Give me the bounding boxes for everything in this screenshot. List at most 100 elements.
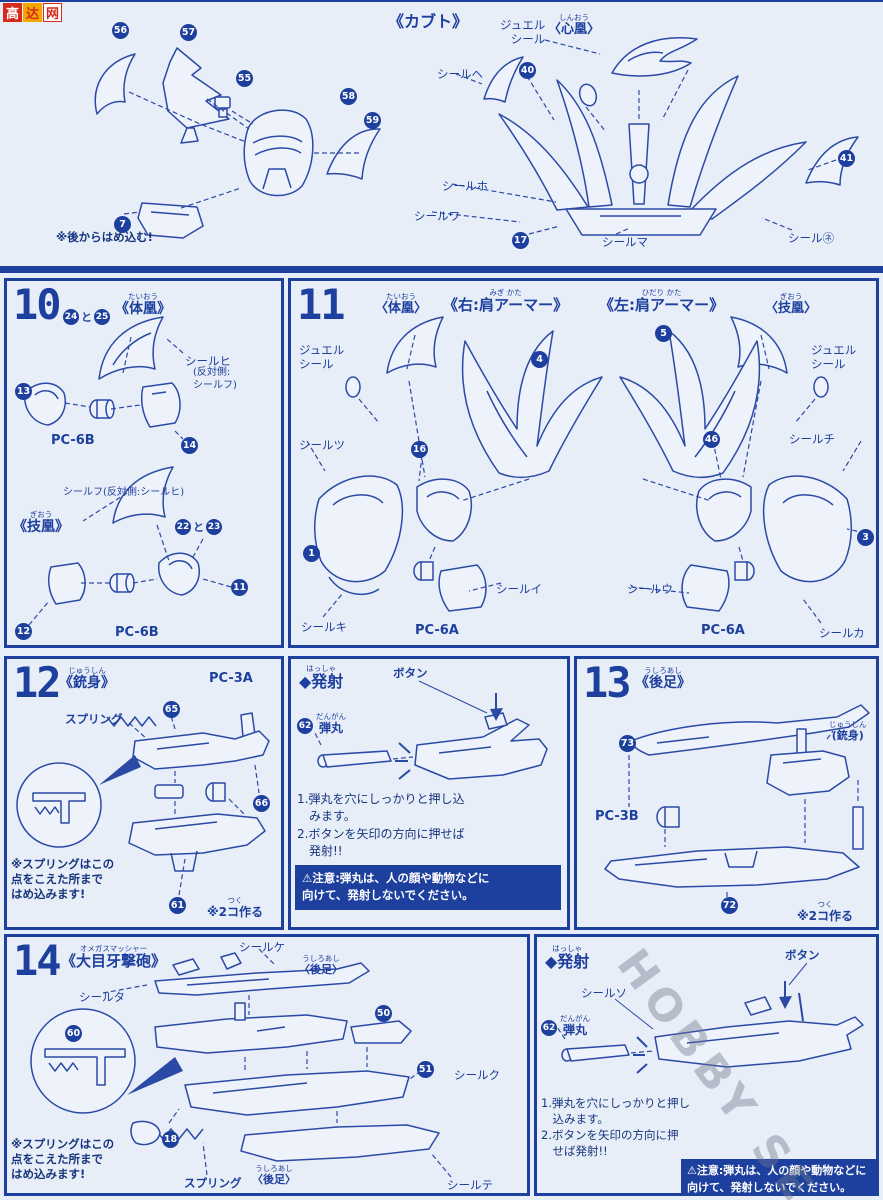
title-left-shoulder-text: 《左:肩アーマー》	[599, 295, 725, 314]
label-pc-6a-right: PC-6A	[701, 623, 745, 638]
site-logo: 高 达 网	[3, 3, 62, 22]
label-jewel-seal: ジュエル シール	[500, 18, 546, 47]
firing-panel-1: はっしゃ ◆発射 ボタン 62 だんがん 弾丸 1.弾丸を穴にしっかりと押し込 …	[288, 656, 570, 930]
label-giou: ぎおう 《技凰》	[13, 511, 69, 534]
pair-joint: と	[193, 521, 204, 534]
part-number-5: 5	[655, 325, 672, 342]
label-seal-ki: シールキ	[301, 620, 347, 634]
part-number-72: 72	[721, 897, 738, 914]
part-number-40: 40	[519, 62, 536, 79]
label-seal-ta: シールタ	[79, 990, 125, 1004]
label-bullet: だんがん 弾丸	[560, 1015, 590, 1036]
title-right-shoulder-text: 《右:肩アーマー》	[443, 295, 569, 314]
logo-char-1: 高	[3, 3, 22, 22]
part-number-46: 46	[703, 431, 720, 448]
label-spring: スプリング	[65, 712, 123, 726]
title-right-shoulder-armor: みぎ かた 《右:肩アーマー》	[443, 289, 568, 313]
title-omega-smasher: オメガスマッシャー 《大目牙撃砲》	[61, 945, 166, 969]
part-number-16: 16	[411, 441, 428, 458]
furigana-shinou: しんおう	[559, 13, 589, 22]
logo-char-3: 网	[43, 3, 62, 22]
label-taiou: たいおう 〈体凰〉	[375, 293, 427, 315]
label-taiou-text: 《体凰》	[115, 300, 171, 317]
part-number-4: 4	[531, 351, 548, 368]
furigana-dangan: だんがん	[316, 712, 346, 721]
part-number-57: 57	[180, 24, 197, 41]
part-number-22: 22	[175, 519, 191, 535]
label-hind-leg-bottom-text: 〈後足〉	[252, 1172, 296, 1186]
part-number-3: 3	[857, 529, 874, 546]
furigana-ushiroashi: うしろあし	[302, 954, 340, 963]
firing-1-illustration	[314, 680, 548, 780]
label-seal-ku: シールク	[454, 1068, 500, 1082]
firing-title: はっしゃ ◆発射	[299, 665, 343, 690]
furigana-ushiroashi: うしろあし	[255, 1164, 293, 1173]
furigana-giou: ぎおう	[779, 292, 803, 301]
step-10-illustration	[24, 316, 232, 626]
furigana-dangan: だんがん	[560, 1014, 590, 1023]
step-10-panel: 10 24 と 25 たいおう 《体凰》 シールヒ (反対側: シールフ) PC…	[4, 278, 284, 648]
step-13-panel: 13 うしろあし 《後足》 じゅうしん (銃身) PC-3B つく ※2コ作る …	[574, 656, 879, 930]
label-jewel-seal-right: ジュエル シール	[811, 343, 857, 372]
note-make-two-text: ※2コ作る	[797, 908, 854, 923]
part-number-58: 58	[340, 88, 357, 105]
furigana-juushin: じゅうしん	[829, 720, 867, 729]
part-number-18: 18	[162, 1131, 179, 1148]
label-shinou-text: 〈心凰〉	[548, 21, 601, 37]
label-seal-ho: シールホ	[442, 179, 488, 193]
label-pc-3a: PC-3A	[209, 671, 253, 686]
label-hind-leg-top: うしろあし 〈後足〉	[299, 955, 343, 975]
pair-joint: と	[81, 311, 92, 324]
part-number-12: 12	[15, 623, 32, 640]
firing-instructions: 1.弾丸を穴にしっかりと押し 込みます。 2.ボタンを矢印の方向に押 せば発射!…	[541, 1096, 690, 1159]
part-number-41: 41	[838, 150, 855, 167]
label-seal-ke: シールケ	[239, 940, 285, 954]
firing-title: はっしゃ ◆発射	[545, 945, 589, 970]
note-make-two-text: ※2コ作る	[207, 904, 264, 919]
label-seal-i: シールイ	[496, 582, 542, 596]
label-pc-6a-left: PC-6A	[415, 623, 459, 638]
part-number-13: 13	[15, 383, 32, 400]
label-giou: ぎおう 〈技凰〉	[765, 293, 817, 315]
label-bullet: だんがん 弾丸	[316, 713, 346, 734]
note-make-two: つく ※2コ作る	[797, 901, 853, 922]
part-number-51: 51	[417, 1061, 434, 1078]
label-pc-6b-top: PC-6B	[51, 433, 95, 448]
label-bullet-text: 弾丸	[318, 720, 343, 735]
label-hind-leg: うしろあし 《後足》	[635, 667, 691, 690]
firing-title-text: ◆発射	[545, 951, 590, 971]
part-number-23: 23	[206, 519, 222, 535]
part-number-66: 66	[253, 795, 270, 812]
label-gun-barrel-ref: じゅうしん (銃身)	[829, 721, 867, 741]
label-giou-text: 〈技凰〉	[765, 300, 818, 316]
label-seal-ka: シールカ	[819, 626, 865, 640]
furigana-juushin: じゅうしん	[68, 666, 106, 675]
warning-box: ⚠注意:弾丸は、人の顔や動物などに 向けて、発射しないでください。	[681, 1159, 876, 1193]
step-12-panel: 12 じゅうしん 《銃身》 PC-3A スプリング ※スプリングはこの 点をこえ…	[4, 656, 284, 930]
label-giou-text: 《技凰》	[13, 518, 69, 535]
bullet-part-label: 62 だんがん 弾丸	[541, 1015, 590, 1036]
furigana-hassha: はっしゃ	[552, 944, 583, 953]
label-button: ボタン	[393, 666, 428, 680]
kabuto-title: 《カブト》	[388, 12, 469, 31]
part-number-65: 65	[163, 701, 180, 718]
part-number-14: 14	[181, 437, 198, 454]
section-divider	[0, 266, 883, 273]
label-seal-wa: シールワ	[414, 209, 460, 223]
logo-char-2: 达	[23, 3, 42, 22]
top-rule	[0, 0, 883, 2]
step-12-illustration	[16, 708, 270, 896]
part-number-62: 62	[297, 717, 313, 734]
part-number-24: 24	[63, 309, 79, 325]
note-spring-limit: ※スプリングはこの 点をこえた所まで はめ込みます!	[11, 1137, 115, 1181]
label-gun-barrel: じゅうしん 《銃身》	[59, 667, 115, 690]
furigana-hassha: はっしゃ	[306, 664, 337, 673]
firing-panel-2: はっしゃ ◆発射 ボタン シールソ 62 だんがん 弾丸 1.弾丸を穴にしっかり…	[534, 934, 879, 1196]
step-number: 13	[583, 658, 632, 707]
part-number-73: 73	[619, 735, 636, 752]
step-14-panel: 14 オメガスマッシャー 《大目牙撃砲》 シールケ うしろあし 〈後足〉 シール…	[4, 934, 530, 1196]
furigana-giou: ぎおう	[29, 510, 53, 519]
warning-box: ⚠注意:弾丸は、人の顔や動物などに 向けて、発射しないでください。	[295, 865, 561, 910]
kabuto-section: 《カブト》 ジュエル シール しんおう 〈心凰〉 シールヘ シールホ シールワ …	[0, 2, 883, 266]
